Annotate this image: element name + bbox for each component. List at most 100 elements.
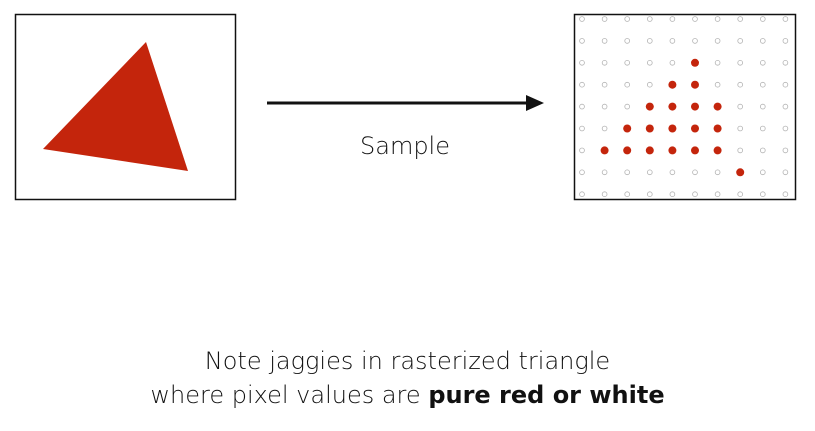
sample-dot-filled [645, 124, 654, 133]
sample-dot-empty [782, 16, 789, 22]
sample-dot-empty [624, 59, 630, 66]
sample-dot-empty [646, 81, 653, 88]
sample-dot-empty [646, 59, 653, 66]
sample-dot-empty [759, 125, 766, 132]
caption-line-2: where pixel values are pure red or white [0, 378, 815, 412]
caption-line-2-prefix: where pixel values are [150, 381, 421, 409]
sample-dot-filled [645, 146, 654, 155]
sample-dot-empty [624, 191, 630, 198]
sample-grid [579, 16, 789, 198]
sample-dot-empty [579, 59, 585, 66]
sample-dot-empty [646, 16, 653, 22]
sample-dot-empty [737, 59, 743, 66]
sample-dot-empty [759, 81, 766, 88]
sample-dot-empty [737, 38, 743, 44]
sample-dot-empty [601, 59, 608, 66]
sample-dot-empty [782, 59, 789, 66]
sample-dot-filled [668, 102, 677, 111]
sample-dot-empty [624, 169, 630, 176]
sample-dot-empty [646, 169, 653, 176]
sample-dot-empty [759, 38, 766, 44]
sample-dot-empty [669, 59, 676, 66]
sample-dot-filled [691, 102, 699, 111]
sample-dot-empty [669, 169, 676, 176]
sample-dot-empty [624, 103, 630, 110]
sample-dot-empty [579, 169, 585, 176]
sample-dot-empty [782, 169, 789, 176]
sample-dot-filled [623, 124, 632, 133]
caption: Note jaggies in rasterized triangle wher… [0, 344, 815, 412]
sample-dot-filled [691, 124, 699, 133]
sample-dot-filled [668, 80, 677, 89]
sample-dot-empty [759, 191, 766, 198]
sample-dot-empty [782, 125, 789, 132]
sample-dot-empty [737, 147, 743, 154]
sample-dot-empty [579, 16, 585, 22]
sample-dot-filled [713, 124, 722, 133]
sampled-frame [573, 13, 797, 201]
sample-dot-empty [601, 38, 608, 44]
sample-dot-empty [782, 103, 789, 110]
sample-dot-empty [737, 81, 743, 88]
sample-dot-empty [737, 191, 743, 198]
sample-dot-filled [600, 146, 609, 155]
sample-dot-empty [759, 147, 766, 154]
sample-dot-empty [692, 38, 698, 44]
sample-dot-empty [669, 16, 676, 22]
sample-dot-empty [759, 16, 766, 22]
sample-dot-empty [714, 16, 721, 22]
sample-dot-filled [713, 146, 722, 155]
sample-dot-empty [579, 147, 585, 154]
sample-dot-empty [601, 191, 608, 198]
sample-dot-empty [579, 125, 585, 132]
sample-dot-empty [782, 147, 789, 154]
sample-dot-empty [579, 103, 585, 110]
sample-dot-empty [737, 125, 743, 132]
sample-dot-empty [624, 38, 630, 44]
sample-dot-empty [624, 16, 630, 22]
sample-dot-empty [601, 81, 608, 88]
sample-arrow-head [526, 95, 544, 111]
sample-dot-empty [601, 125, 608, 132]
sample-dot-empty [759, 59, 766, 66]
sample-dot-filled [645, 102, 654, 111]
sample-dot-empty [601, 16, 608, 22]
sample-dot-empty [646, 191, 653, 198]
sample-dot-empty [692, 16, 698, 22]
sample-dot-empty [692, 191, 698, 198]
sample-dot-empty [669, 38, 676, 44]
sample-dot-filled [713, 102, 722, 111]
sample-dot-empty [714, 169, 721, 176]
caption-line-1: Note jaggies in rasterized triangle [204, 347, 611, 375]
sample-dot-filled [691, 58, 699, 67]
sample-dot-empty [714, 38, 721, 44]
sample-dot-empty [782, 38, 789, 44]
sample-dot-filled [691, 146, 699, 155]
sample-dot-filled [691, 80, 699, 89]
continuous-triangle [43, 42, 188, 171]
sample-dot-empty [579, 81, 585, 88]
sample-label: Sample [360, 132, 450, 160]
sample-dot-empty [601, 169, 608, 176]
sample-dot-empty [692, 169, 698, 176]
sample-dot-empty [782, 191, 789, 198]
sample-dot-filled [623, 146, 632, 155]
sample-dot-empty [624, 81, 630, 88]
sample-dot-empty [759, 103, 766, 110]
sample-dot-empty [579, 191, 585, 198]
sample-dot-empty [646, 38, 653, 44]
sample-dot-empty [714, 59, 721, 66]
sample-dot-empty [669, 191, 676, 198]
sample-dot-empty [737, 103, 743, 110]
sample-dot-empty [579, 38, 585, 44]
sample-dot-empty [714, 81, 721, 88]
sample-dot-empty [782, 81, 789, 88]
sample-dot-filled [668, 146, 677, 155]
sample-dot-filled [736, 168, 745, 177]
sample-dot-empty [737, 16, 743, 22]
sample-dot-empty [714, 191, 721, 198]
sample-dot-empty [601, 103, 608, 110]
caption-line-2-bold: pure red or white [428, 381, 665, 409]
